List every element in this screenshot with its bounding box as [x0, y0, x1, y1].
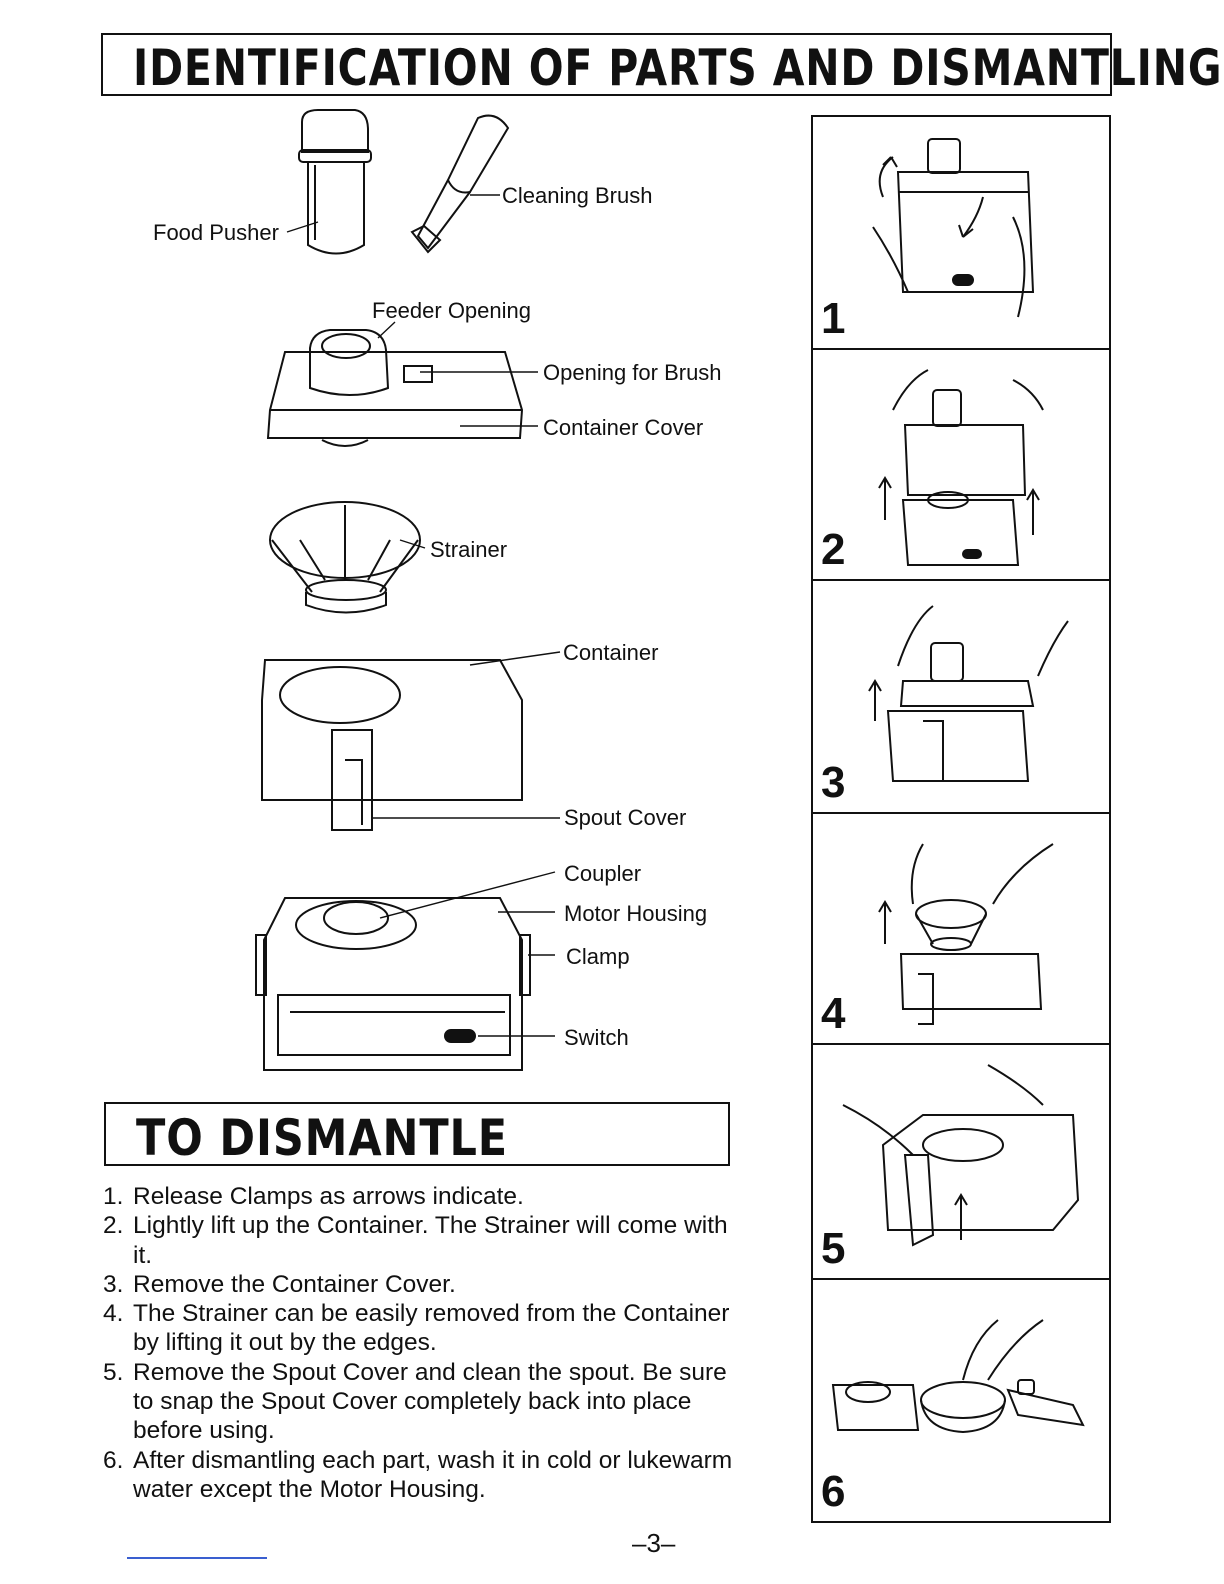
- container-drawing: [262, 660, 522, 830]
- step-number: 2.: [103, 1211, 133, 1270]
- panel-step-3: 3: [813, 581, 1109, 814]
- panel-step-5: 5: [813, 1045, 1109, 1280]
- label-strainer: Strainer: [430, 537, 507, 563]
- label-opening-for-brush: Opening for Brush: [543, 360, 722, 386]
- parts-illustration: [0, 0, 800, 1100]
- dismantle-heading: TO DISMANTLE: [136, 1109, 508, 1167]
- step-number: 4.: [103, 1299, 133, 1358]
- panel-step-6: 6: [813, 1280, 1109, 1521]
- step-text: After dismantling each part, wash it in …: [133, 1446, 743, 1505]
- footer-rule: [127, 1557, 267, 1559]
- step-number: 1.: [103, 1182, 133, 1211]
- panel-number: 1: [821, 294, 845, 344]
- step-text: Remove the Container Cover.: [133, 1270, 743, 1299]
- label-container-cover: Container Cover: [543, 415, 703, 441]
- food-pusher-drawing: [299, 110, 371, 254]
- step-item: 5.Remove the Spout Cover and clean the s…: [103, 1358, 743, 1446]
- step-item: 1.Release Clamps as arrows indicate.: [103, 1182, 743, 1211]
- panel-step-4: 4: [813, 814, 1109, 1045]
- remove-strainer-drawing: [813, 814, 1109, 1045]
- motor-housing-drawing: [256, 898, 530, 1070]
- panel-step-2: 2: [813, 350, 1109, 581]
- label-feeder-opening: Feeder Opening: [372, 298, 531, 324]
- panel-number: 6: [821, 1467, 845, 1517]
- label-food-pusher: Food Pusher: [153, 220, 279, 246]
- step-text: The Strainer can be easily removed from …: [133, 1299, 743, 1358]
- panel-number: 4: [821, 989, 845, 1039]
- step-number: 3.: [103, 1270, 133, 1299]
- step-number: 6.: [103, 1446, 133, 1505]
- panel-number: 5: [821, 1224, 845, 1274]
- step-item: 3.Remove the Container Cover.: [103, 1270, 743, 1299]
- step-item: 6.After dismantling each part, wash it i…: [103, 1446, 743, 1505]
- label-switch: Switch: [564, 1025, 629, 1051]
- panel-number: 2: [821, 525, 845, 575]
- dismantle-illustration-panel: 1 2 3: [811, 115, 1111, 1523]
- panel-step-1: 1: [813, 117, 1109, 350]
- step-text: Remove the Spout Cover and clean the spo…: [133, 1358, 743, 1446]
- label-motor-housing: Motor Housing: [564, 901, 707, 927]
- label-container: Container: [563, 640, 658, 666]
- label-coupler: Coupler: [564, 861, 641, 887]
- wash-parts-drawing: [813, 1280, 1109, 1521]
- step-item: 2.Lightly lift up the Container. The Str…: [103, 1211, 743, 1270]
- label-clamp: Clamp: [566, 944, 630, 970]
- strainer-drawing: [270, 502, 420, 613]
- step-text: Release Clamps as arrows indicate.: [133, 1182, 743, 1211]
- cleaning-brush-drawing: [412, 116, 508, 252]
- lift-container-drawing: [813, 350, 1109, 581]
- container-cover-drawing: [268, 330, 522, 446]
- dismantle-steps: 1.Release Clamps as arrows indicate. 2.L…: [103, 1182, 743, 1504]
- release-clamps-drawing: [813, 117, 1109, 350]
- dismantle-heading-box: TO DISMANTLE: [104, 1102, 730, 1166]
- remove-spout-cover-drawing: [813, 1045, 1109, 1280]
- step-text: Lightly lift up the Container. The Strai…: [133, 1211, 743, 1270]
- label-spout-cover: Spout Cover: [564, 805, 686, 831]
- remove-cover-drawing: [813, 581, 1109, 814]
- step-number: 5.: [103, 1358, 133, 1446]
- step-item: 4.The Strainer can be easily removed fro…: [103, 1299, 743, 1358]
- panel-number: 3: [821, 758, 845, 808]
- label-cleaning-brush: Cleaning Brush: [502, 183, 652, 209]
- page-number: –3–: [632, 1528, 675, 1559]
